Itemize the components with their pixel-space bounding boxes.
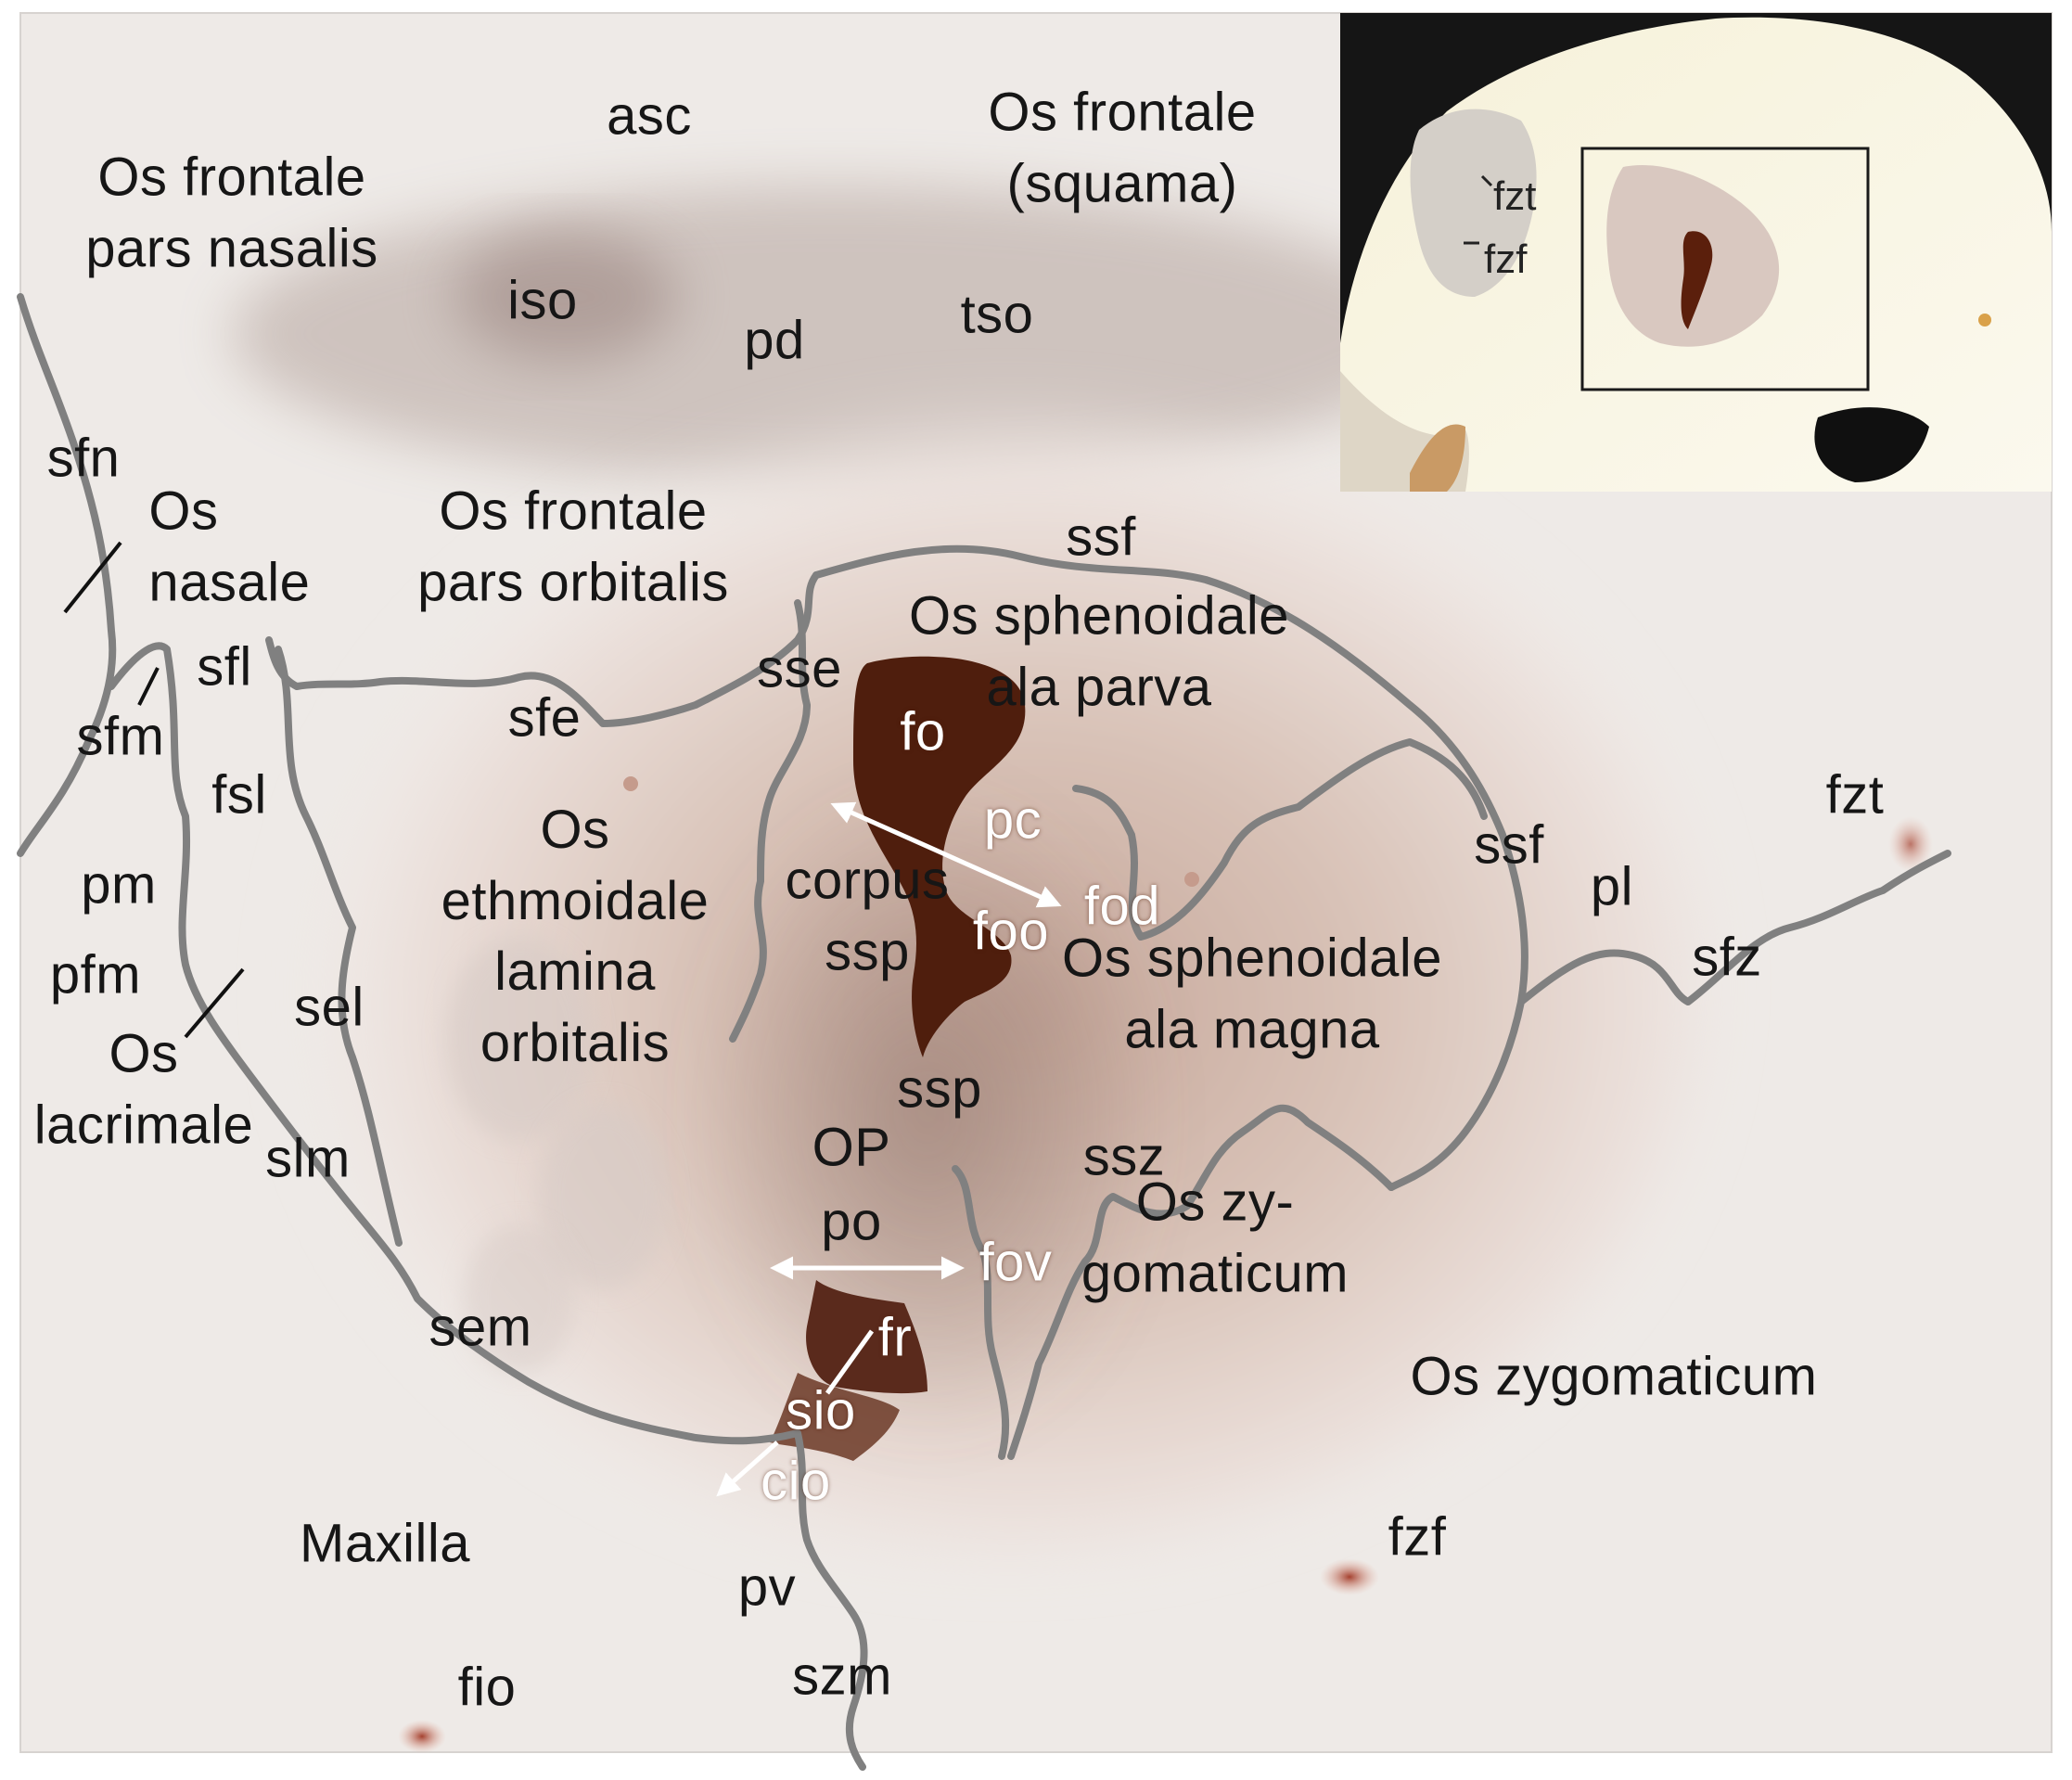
label-os-sphenoidale-ala-parva: Os sphenoidale ala parva xyxy=(908,585,1290,717)
label-pd: pd xyxy=(744,310,805,371)
inset-detail-box xyxy=(1580,147,1870,391)
suture-lines xyxy=(17,293,1951,1771)
label-fo: fo xyxy=(900,701,946,762)
label-sfz: sfz xyxy=(1692,927,1762,988)
label-pfm: pfm xyxy=(49,944,142,1005)
label-os-lacrimale: Os lacrimale xyxy=(33,1023,254,1155)
label-sfl: sfl xyxy=(197,636,252,698)
label-fod: fod xyxy=(1083,876,1161,937)
label-os-zygomaticum-hyphenated: Os zy- gomaticum xyxy=(1081,1172,1349,1303)
label-os-nasale: Os nasale xyxy=(148,480,311,612)
label-ssf-top: ssf xyxy=(1066,506,1136,568)
label-ssp: ssp xyxy=(897,1058,982,1120)
label-sfe: sfe xyxy=(507,687,582,749)
label-pl: pl xyxy=(1590,856,1634,917)
label-sse: sse xyxy=(757,638,842,699)
label-corpus-ssp: corpus ssp xyxy=(785,850,950,981)
label-sem: sem xyxy=(428,1297,532,1358)
label-pc: pc xyxy=(983,789,1042,851)
skull-inset xyxy=(1340,13,2052,492)
label-op: OP xyxy=(812,1117,891,1178)
label-os-zygomaticum: Os zygomaticum xyxy=(1410,1346,1818,1407)
label-po: po xyxy=(821,1191,882,1252)
label-fov: fov xyxy=(978,1232,1053,1293)
inset-label-fzf: fzf xyxy=(1484,237,1528,282)
label-maxilla: Maxilla xyxy=(300,1513,470,1574)
label-os-frontale-squama: Os frontale (squama) xyxy=(988,82,1257,213)
label-ssf-right: ssf xyxy=(1474,814,1544,876)
label-sio: sio xyxy=(786,1380,856,1441)
inset-label-fzt: fzt xyxy=(1493,173,1537,219)
label-fio: fio xyxy=(457,1657,517,1718)
label-sfn: sfn xyxy=(46,428,121,489)
label-foo: foo xyxy=(972,901,1050,962)
label-os-frontale-pars-orbitalis: Os frontale pars orbitalis xyxy=(417,480,729,612)
label-iso: iso xyxy=(507,270,578,331)
label-szm: szm xyxy=(792,1646,892,1707)
label-sfm: sfm xyxy=(76,706,165,767)
annotation-ticks xyxy=(63,541,245,1039)
label-cio: cio xyxy=(761,1451,831,1512)
label-os-frontale-pars-nasalis: Os frontale pars nasalis xyxy=(85,147,378,278)
label-tso: tso xyxy=(960,284,1034,345)
label-fsl: fsl xyxy=(211,764,267,826)
label-ssz: ssz xyxy=(1082,1126,1166,1187)
label-pm: pm xyxy=(81,854,157,916)
label-sel: sel xyxy=(294,977,365,1038)
label-pv: pv xyxy=(737,1556,797,1618)
label-os-ethmoidale-lamina-orbitalis: Os ethmoidale lamina orbitalis xyxy=(441,799,710,1073)
label-fr: fr xyxy=(877,1307,913,1368)
label-fzt: fzt xyxy=(1825,764,1885,826)
label-asc: asc xyxy=(607,85,692,147)
label-slm: slm xyxy=(265,1128,351,1189)
annotation-arrows xyxy=(716,801,1062,1497)
label-os-sphenoidale-ala-magna: Os sphenoidale ala magna xyxy=(1061,928,1443,1059)
label-fzf: fzf xyxy=(1388,1506,1447,1568)
